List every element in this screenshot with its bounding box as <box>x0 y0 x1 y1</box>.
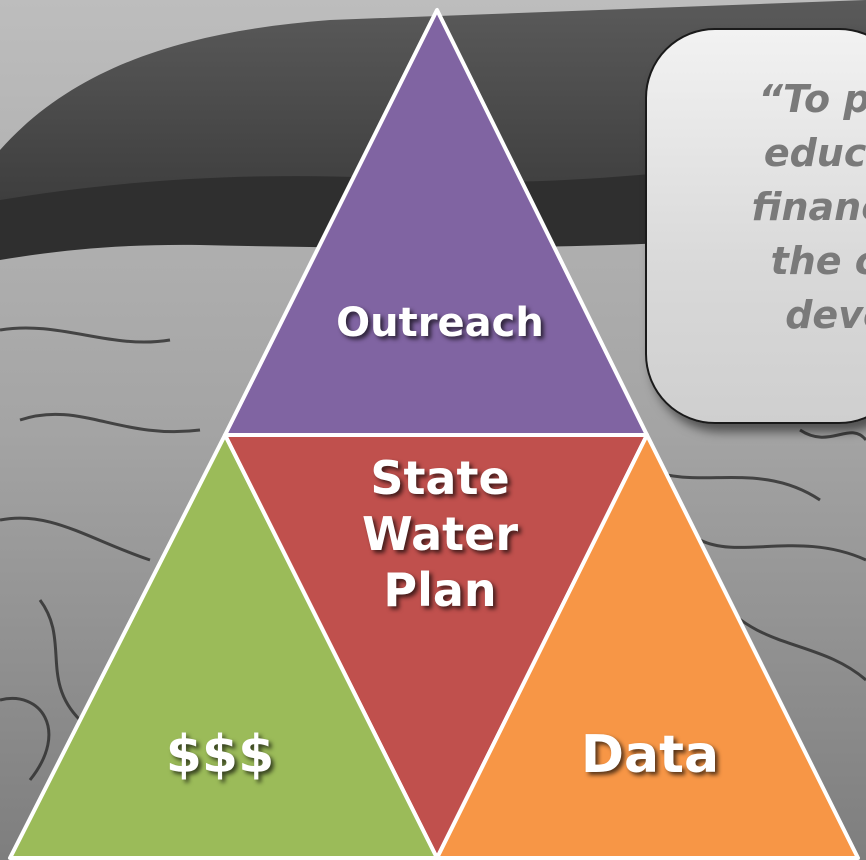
quote-callout: “To pro educat financia the co deve <box>645 28 866 424</box>
state-water-plan-label: State Water Plan <box>361 451 518 617</box>
data-triangle <box>435 433 860 860</box>
money-triangle <box>8 433 439 860</box>
quote-text: “To pro educat financia the co deve <box>751 77 866 337</box>
money-label: $$$ <box>165 725 275 785</box>
outreach-label: Outreach <box>336 300 544 346</box>
data-label: Data <box>580 725 720 785</box>
